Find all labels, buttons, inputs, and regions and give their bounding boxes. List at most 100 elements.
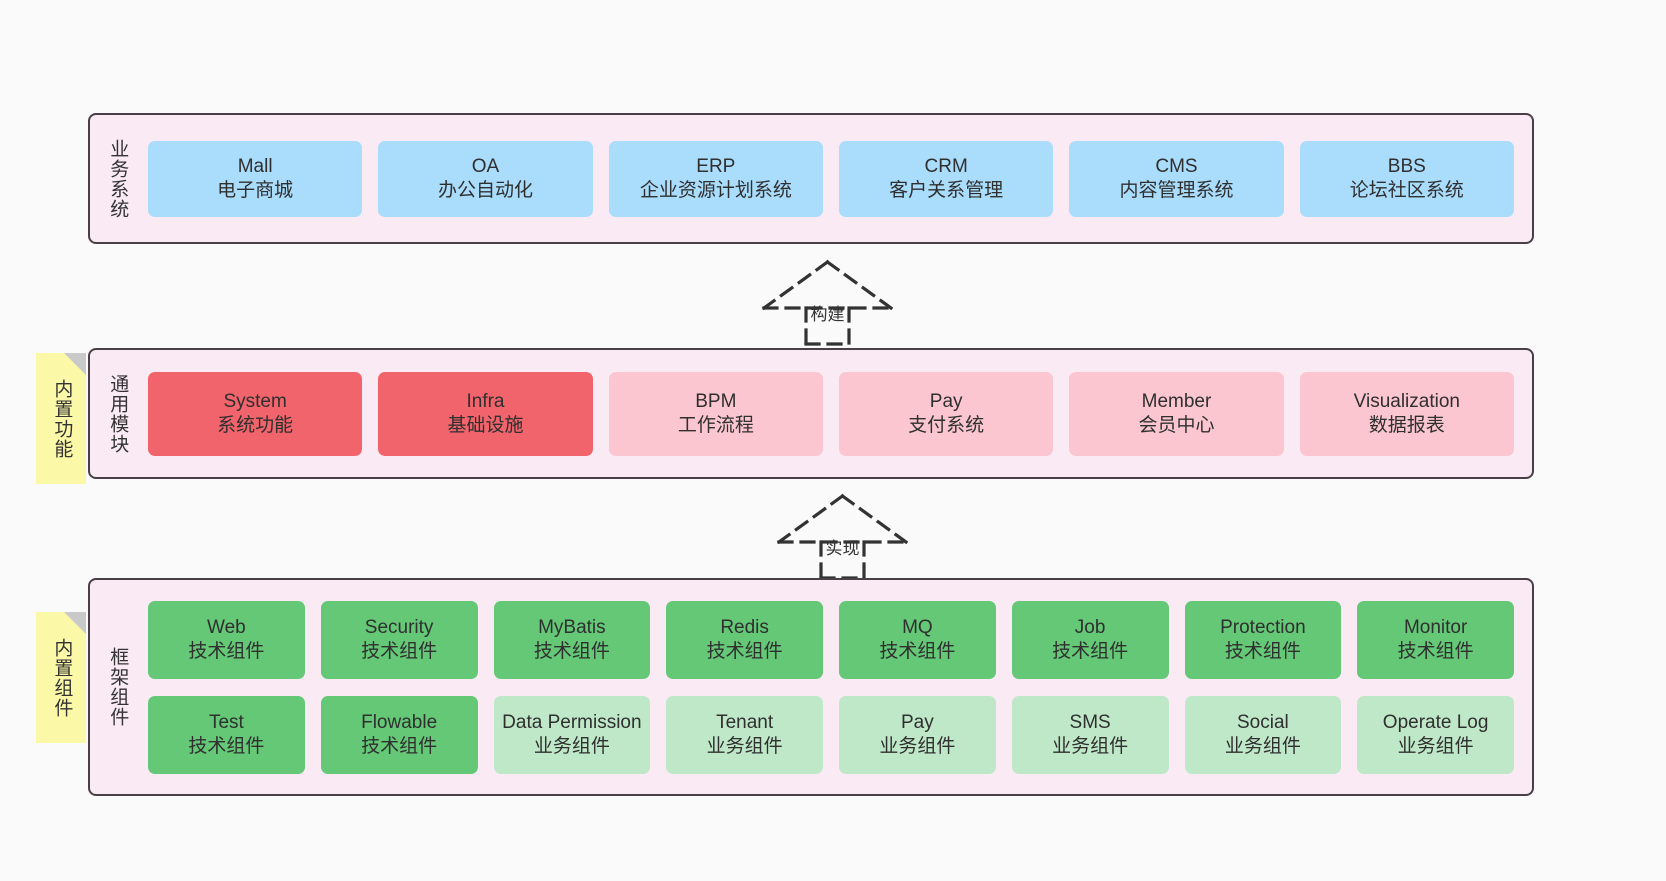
card-title-cn: 数据报表 — [1368, 414, 1445, 436]
card-title-en: Tenant — [716, 711, 774, 733]
card-title-en: CMS — [1155, 155, 1198, 177]
card-title-en: Member — [1141, 390, 1212, 412]
card-title-en: BPM — [695, 390, 737, 412]
card-title-cn: 业务组件 — [706, 735, 783, 757]
card-title-cn: 技术组件 — [533, 640, 610, 662]
card-title-en: Monitor — [1403, 616, 1468, 638]
card-infra[interactable]: Infra 基础设施 — [378, 371, 593, 456]
card-title-cn: 论坛社区系统 — [1349, 179, 1464, 201]
sticky-note-label: 内置功能 — [51, 378, 73, 459]
card-title-en: Test — [208, 711, 244, 733]
card-operate-log[interactable]: Operate Log 业务组件 — [1357, 695, 1514, 774]
card-title-en: Security — [364, 616, 434, 638]
card-erp[interactable]: ERP 企业资源计划系统 — [608, 140, 823, 217]
card-title-en: Pay — [901, 711, 934, 733]
card-title-cn: 会员中心 — [1138, 414, 1215, 436]
layer-common-modules: 通用模块 System 系统功能 Infra 基础设施 BPM 工作流程 Pay… — [88, 348, 1534, 479]
card-protection[interactable]: Protection 技术组件 — [1184, 600, 1342, 679]
card-title-cn: 业务组件 — [879, 735, 956, 757]
card-redis[interactable]: Redis 技术组件 — [666, 600, 823, 679]
card-title-cn: 技术组件 — [1052, 640, 1129, 662]
card-job[interactable]: Job 技术组件 — [1011, 600, 1169, 679]
card-title-en: OA — [471, 155, 500, 177]
card-title-en: Mall — [237, 155, 273, 177]
card-title-cn: 支付系统 — [908, 414, 985, 436]
layer-framework-components: 框架组件 Web 技术组件 Security 技术组件 MyBatis 技术组件… — [88, 578, 1534, 796]
card-bbs[interactable]: BBS 论坛社区系统 — [1299, 140, 1514, 217]
card-title-cn: 业务组件 — [1397, 735, 1474, 757]
card-mq[interactable]: MQ 技术组件 — [839, 600, 996, 679]
card-title-en: System — [223, 390, 287, 412]
card-crm[interactable]: CRM 客户关系管理 — [838, 140, 1054, 217]
card-title-en: Visualization — [1353, 390, 1460, 412]
card-social[interactable]: Social 业务组件 — [1184, 695, 1342, 774]
card-title-cn: 系统功能 — [217, 414, 294, 436]
card-title-en: ERP — [696, 155, 736, 177]
card-title-cn: 技术组件 — [1224, 640, 1301, 662]
connector-build: 构建 — [760, 258, 895, 346]
card-title-en: SMS — [1069, 711, 1111, 733]
card-title-en: Job — [1074, 616, 1106, 638]
card-web[interactable]: Web 技术组件 — [148, 600, 305, 679]
layer-common-modules-items: System 系统功能 Infra 基础设施 BPM 工作流程 Pay 支付系统… — [136, 350, 1532, 477]
card-title-cn: 基础设施 — [447, 414, 524, 436]
connector-build-label: 构建 — [810, 305, 845, 324]
card-title-cn: 技术组件 — [361, 640, 438, 662]
card-monitor[interactable]: Monitor 技术组件 — [1357, 600, 1514, 679]
card-title-en: Redis — [720, 616, 769, 638]
card-tenant[interactable]: Tenant 业务组件 — [666, 695, 823, 774]
layer-business-systems: 业务系统 Mall 电子商城 OA 办公自动化 ERP 企业资源计划系统 CRM… — [88, 113, 1534, 244]
card-member[interactable]: Member 会员中心 — [1069, 371, 1284, 456]
card-pay-component[interactable]: Pay 业务组件 — [839, 695, 996, 774]
card-title-en: Flowable — [361, 711, 438, 733]
sticky-note-builtin-components: 内置组件 — [36, 612, 86, 743]
card-cms[interactable]: CMS 内容管理系统 — [1069, 140, 1284, 217]
layer-common-modules-label: 通用模块 — [107, 373, 129, 454]
card-oa[interactable]: OA 办公自动化 — [378, 140, 593, 217]
sticky-note-builtin-features: 内置功能 — [36, 353, 86, 484]
card-title-cn: 工作流程 — [677, 414, 754, 436]
card-title-en: Protection — [1220, 616, 1306, 638]
card-title-cn: 技术组件 — [1397, 640, 1474, 662]
card-title-en: BBS — [1387, 155, 1426, 177]
card-title-cn: 技术组件 — [361, 735, 438, 757]
card-data-permission[interactable]: Data Permission 业务组件 — [493, 695, 651, 774]
card-title-en: MQ — [902, 616, 933, 638]
sticky-note-label: 内置组件 — [51, 637, 73, 718]
card-title-en: Data Permission — [502, 711, 642, 733]
card-pay-module[interactable]: Pay 支付系统 — [838, 371, 1054, 456]
card-mybatis[interactable]: MyBatis 技术组件 — [493, 600, 651, 679]
card-title-en: Operate Log — [1382, 711, 1489, 733]
card-system[interactable]: System 系统功能 — [148, 371, 363, 456]
card-mall[interactable]: Mall 电子商城 — [148, 140, 363, 217]
card-title-en: CRM — [924, 155, 968, 177]
card-title-cn: 办公自动化 — [437, 179, 533, 201]
card-title-cn: 业务组件 — [1224, 735, 1301, 757]
card-title-cn: 技术组件 — [188, 735, 265, 757]
connector-implement-label: 实现 — [825, 539, 860, 558]
card-visualization[interactable]: Visualization 数据报表 — [1299, 371, 1514, 456]
card-title-cn: 技术组件 — [879, 640, 956, 662]
layer-business-systems-items: Mall 电子商城 OA 办公自动化 ERP 企业资源计划系统 CRM 客户关系… — [136, 115, 1532, 242]
card-test[interactable]: Test 技术组件 — [148, 695, 305, 774]
card-title-cn: 业务组件 — [1052, 735, 1129, 757]
layer-framework-components-label: 框架组件 — [107, 647, 129, 727]
card-sms[interactable]: SMS 业务组件 — [1011, 695, 1169, 774]
card-title-en: Pay — [929, 390, 963, 412]
card-title-en: MyBatis — [538, 616, 606, 638]
card-title-cn: 技术组件 — [706, 640, 783, 662]
card-title-cn: 业务组件 — [533, 735, 610, 757]
connector-build-shape — [761, 259, 894, 346]
card-title-en: Social — [1237, 711, 1289, 733]
card-title-en: Web — [207, 616, 246, 638]
card-title-cn: 内容管理系统 — [1119, 179, 1234, 201]
card-flowable[interactable]: Flowable 技术组件 — [320, 695, 478, 774]
card-title-cn: 企业资源计划系统 — [639, 179, 792, 201]
connector-implement: 实现 — [775, 492, 910, 580]
layer-business-systems-label: 业务系统 — [107, 138, 129, 219]
card-title-cn: 电子商城 — [217, 179, 294, 201]
card-title-en: Infra — [466, 390, 505, 412]
card-bpm[interactable]: BPM 工作流程 — [608, 371, 823, 456]
layer-framework-components-items: Web 技术组件 Security 技术组件 MyBatis 技术组件 Redi… — [136, 580, 1532, 794]
card-security[interactable]: Security 技术组件 — [320, 600, 478, 679]
